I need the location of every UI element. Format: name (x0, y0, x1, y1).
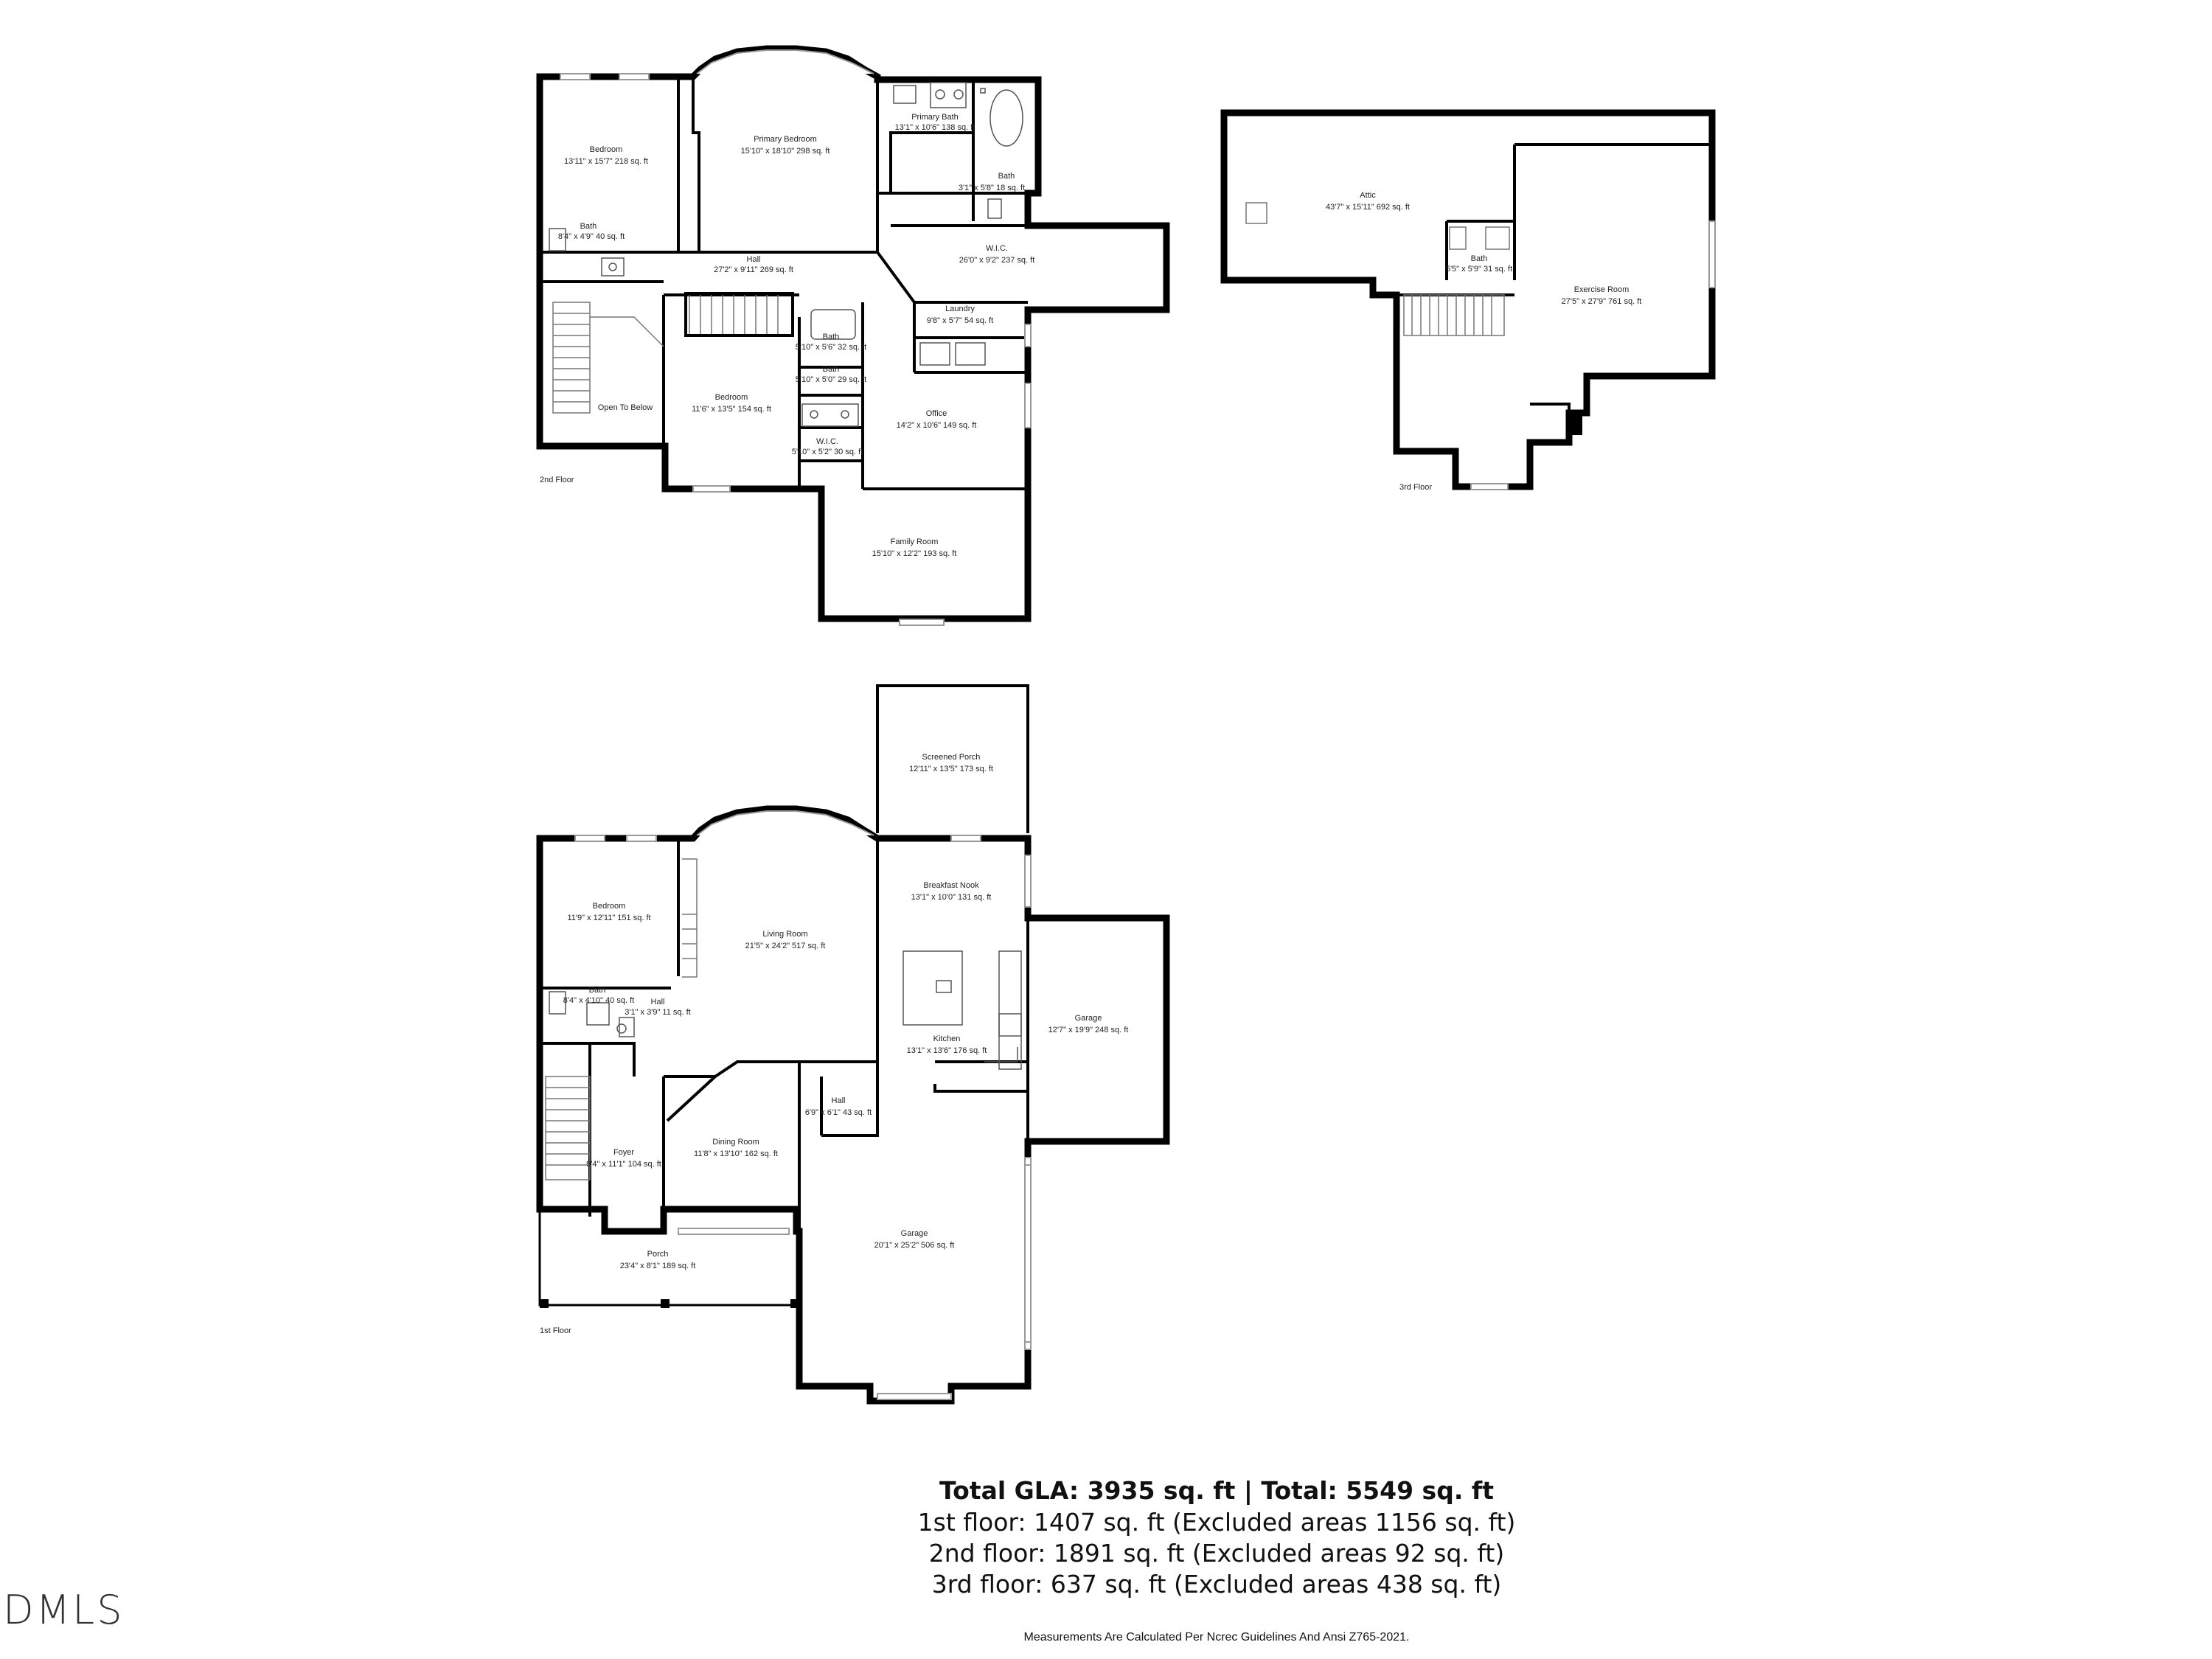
room-name-hall-2: Hall (747, 255, 761, 264)
second-floor-plan (536, 45, 1170, 626)
room-name-dining: Dining Room (712, 1138, 759, 1147)
room-dims-bath-2c: 5'10" x 5'0" 29 sq. ft (796, 375, 866, 384)
room-dims-garage-big: 20'1" x 25'2" 506 sq. ft (874, 1241, 955, 1250)
room-name-bath-2c: Bath (823, 365, 840, 374)
room-dims-office: 14'2" x 10'6" 149 sq. ft (897, 421, 977, 430)
room-dims-bath-2b: 5'10" x 5'6" 32 sq. ft (796, 343, 866, 352)
third-floor-area-line: 3rd floor: 637 sq. ft (Excluded areas 43… (931, 1570, 1502, 1599)
room-dims-bedroom-2b: 11'6" x 13'5" 154 sq. ft (692, 405, 771, 414)
room-dims-primary-bath: 13'1" x 10'6" 138 sq. ft (895, 123, 975, 132)
room-dims-screened-porch: 12'11" x 13'5" 173 sq. ft (909, 765, 993, 773)
room-name-hall-1a: Hall (651, 998, 665, 1006)
room-name-living-room: Living Room (762, 930, 807, 939)
room-dims-attic: 43'7" x 15'11" 692 sq. ft (1326, 203, 1410, 212)
room-name-family-room: Family Room (891, 538, 939, 546)
total-gla-line: Total GLA: 3935 sq. ft | Total: 5549 sq.… (939, 1476, 1494, 1505)
first-floor-area-line: 1st floor: 1407 sq. ft (Excluded areas 1… (917, 1508, 1516, 1537)
first-floor-plan (536, 684, 1170, 1405)
room-name-attic: Attic (1360, 191, 1376, 200)
room-name-garage-big: Garage (901, 1229, 928, 1238)
room-name-hall-1b: Hall (832, 1096, 846, 1105)
room-dims-bath-small: 3'1" x 5'8" 18 sq. ft (959, 184, 1025, 192)
room-labels: Bedroom 13'11" x 15'7" 218 sq. ft Primar… (540, 113, 1641, 1335)
room-dims-living-room: 21'5" x 24'2" 517 sq. ft (745, 942, 826, 950)
room-name-primary-bath: Primary Bath (911, 113, 959, 122)
room-name-bath-1: Bath (589, 986, 606, 995)
room-dims-porch: 23'4" x 8'1" 189 sq. ft (620, 1262, 696, 1270)
room-name-bath-3: Bath (1471, 254, 1488, 263)
room-name-bath-small: Bath (998, 172, 1015, 181)
room-dims-bedroom-1: 11'9" x 12'11" 151 sq. ft (567, 914, 650, 922)
room-name-bedroom-2a: Bedroom (590, 145, 623, 154)
room-name-primary-bedroom: Primary Bedroom (754, 135, 817, 144)
room-dims-garage-small: 12'7" x 19'9" 248 sq. ft (1048, 1026, 1129, 1034)
room-name-bedroom-2b: Bedroom (715, 393, 748, 402)
room-dims-hall-2: 27'2" x 9'11" 269 sq. ft (714, 265, 793, 274)
room-dims-bath-1: 8'4" x 4'10" 40 sq. ft (563, 996, 634, 1005)
room-dims-laundry: 9'8" x 5'7" 54 sq. ft (927, 316, 993, 325)
room-name-kitchen: Kitchen (933, 1034, 961, 1043)
room-name-wic-2b: W.I.C. (816, 437, 838, 446)
room-dims-exercise: 27'5" x 27'9" 761 sq. ft (1562, 297, 1642, 306)
room-dims-bedroom-2a: 13'11" x 15'7" 218 sq. ft (564, 157, 648, 166)
room-name-laundry: Laundry (945, 305, 975, 313)
room-dims-kitchen: 13'1" x 13'6" 176 sq. ft (907, 1046, 987, 1055)
room-name-breakfast-nook: Breakfast Nook (923, 881, 979, 890)
room-dims-bath-2a: 8'4" x 4'9" 40 sq. ft (558, 232, 625, 241)
room-dims-family-room: 15'10" x 12'2" 193 sq. ft (872, 549, 957, 558)
room-dims-dining: 11'8" x 13'10" 162 sq. ft (694, 1150, 778, 1158)
second-floor-area-line: 2nd floor: 1891 sq. ft (Excluded areas 9… (928, 1539, 1505, 1568)
floor-label-2nd: 2nd Floor (540, 476, 574, 484)
floor-label-3rd: 3rd Floor (1399, 483, 1432, 492)
room-name-bedroom-1: Bedroom (593, 902, 626, 911)
room-name-screened-porch: Screened Porch (922, 753, 981, 762)
room-name-garage-small: Garage (1075, 1014, 1102, 1023)
area-summary: Total GLA: 3935 sq. ft | Total: 5549 sq.… (737, 1475, 1696, 1600)
room-name-open-below: Open To Below (598, 403, 653, 412)
room-name-wic-2a: W.I.C. (986, 244, 1008, 253)
room-dims-primary-bedroom: 15'10" x 18'10" 298 sq. ft (741, 147, 830, 156)
floor-label-1st: 1st Floor (540, 1326, 571, 1335)
room-name-bath-2b: Bath (823, 333, 840, 341)
third-floor-plan (1220, 109, 1716, 490)
room-dims-breakfast-nook: 13'1" x 10'0" 131 sq. ft (911, 893, 992, 902)
dmls-logo: DMLS (3, 1587, 125, 1633)
room-dims-wic-2a: 26'0" x 9'2" 237 sq. ft (959, 256, 1035, 265)
room-name-porch: Porch (647, 1250, 669, 1259)
room-dims-hall-1b: 6'9" x 6'1" 43 sq. ft (805, 1108, 872, 1117)
measurement-footnote: Measurements Are Calculated Per Ncrec Gu… (1023, 1631, 1410, 1644)
room-name-office: Office (926, 409, 947, 418)
room-name-exercise: Exercise Room (1574, 285, 1630, 294)
room-dims-hall-1a: 3'1" x 3'9" 11 sq. ft (625, 1008, 690, 1017)
room-dims-bath-3: 5'5" x 5'9" 31 sq. ft (1446, 265, 1512, 274)
room-name-foyer: Foyer (613, 1148, 634, 1157)
room-name-bath-2a: Bath (580, 222, 597, 231)
room-dims-wic-2b: 5'10" x 5'2" 30 sq. ft (792, 448, 863, 456)
room-dims-foyer: 9'4" x 11'1" 104 sq. ft (586, 1160, 661, 1169)
